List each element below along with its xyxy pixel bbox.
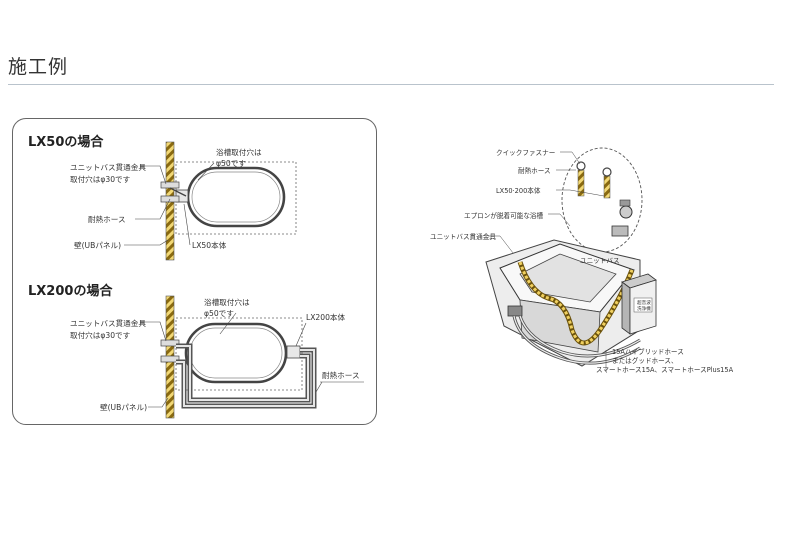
lx50-tub-ring-inner (191, 171, 281, 223)
lx50-leader-unit (183, 203, 191, 246)
device-text-1: 超音波 (637, 299, 651, 306)
detail-hose2-icon (603, 175, 611, 199)
lx200-tub-ring (184, 322, 288, 384)
label-hose: 耐熱ホース (518, 166, 551, 175)
leader-unit (556, 189, 605, 197)
lx200-label-tub-hole-2: φ50です (204, 309, 234, 318)
lx200-leader-hose (315, 381, 323, 393)
leader-quick-fastener (560, 151, 581, 165)
detail-connector-icon (611, 225, 629, 237)
bathroom-isometric-diagram: クイックファスナー 耐熱ホース LX50·200本体 エプロンが脱着可能な浴槽 … (430, 147, 734, 374)
lx200-section: LX200の場合 ユニットバス貫通金具 取付穴はφ30です 浴槽取付穴は φ50… (28, 283, 364, 419)
device-text-2: 洗浄機 (637, 305, 651, 312)
heading-divider (8, 84, 774, 85)
heat-hose (518, 261, 634, 345)
label-pipe-1: 15Aハイブリッドホース (612, 347, 684, 356)
lx200-leader-fitting (140, 321, 167, 342)
label-pipe-2: またはグッドホース、 (612, 356, 678, 365)
lx50-label-fitting-hole: 取付穴はφ30です (70, 174, 131, 184)
lx50-label-hose: 耐熱ホース (88, 214, 126, 224)
lx50-section: LX50の場合 ユニットバス貫通金具 取付穴はφ30です 耐熱ホース 壁(UBパ… (28, 134, 297, 261)
page-heading: 施工例 (8, 56, 69, 78)
label-unit-bath: ユニットバス (580, 257, 620, 265)
detail-clip-icon (619, 199, 631, 207)
device-side (621, 281, 631, 335)
lx50-label-wall: 壁(UBパネル) (74, 240, 121, 250)
lx50-leader-hose (135, 198, 171, 220)
device-panel (633, 297, 653, 313)
label-unit: LX50·200本体 (496, 186, 541, 195)
lx200-label-hose: 耐熱ホース (322, 370, 360, 380)
lx200-unit-body (286, 345, 301, 359)
lx50-leader-fitting (140, 165, 167, 185)
lx200-hose2-inner (176, 345, 309, 401)
lx200-leader-wall (148, 397, 169, 408)
pipe-2-inner (519, 315, 641, 357)
detail-hook-icon (576, 161, 586, 171)
installation-examples-panel (12, 118, 377, 425)
lx50-fitting (160, 181, 180, 189)
lx50-leader-tub-hole (197, 162, 215, 181)
lx200-title: LX200の場合 (28, 283, 113, 299)
detail-hook2-icon (602, 167, 612, 177)
lx200-fitting (160, 339, 180, 347)
lx50-hose (169, 187, 187, 197)
lx200-label-tub-hole-1: 浴槽取付穴は (204, 297, 250, 307)
lx200-label-fitting: ユニットバス貫通金具 (70, 318, 146, 328)
label-tub: エプロンが脱着可能な浴槽 (464, 211, 544, 220)
lx200-fitting-lower (160, 355, 180, 363)
lx50-label-tub-hole-2: φ50です (216, 159, 246, 168)
lx200-label-unit: LX200本体 (306, 312, 346, 322)
lx200-leader-tub-hole (219, 312, 237, 335)
lx50-label-tub-hole-1: 浴槽取付穴は (216, 147, 262, 157)
lx200-label-fitting-hole: 取付穴はφ30です (70, 330, 131, 340)
bathtub-basin (519, 253, 617, 303)
lx200-leader-unit (295, 322, 307, 347)
lx200-label-wall: 壁(UBパネル) (100, 402, 147, 412)
label-quick-fastener: クイックファスナー (496, 149, 555, 157)
label-fitting: ユニットバス貫通金具 (430, 232, 496, 241)
lx50-title: LX50の場合 (28, 134, 104, 150)
leader-tub (548, 213, 571, 227)
label-pipe-3: スマートホース15A、スマートホースPlus15A (596, 366, 734, 374)
lx50-leader-wall (124, 239, 169, 246)
lx50-label-unit: LX50本体 (192, 240, 227, 250)
wall-fitting (507, 305, 523, 317)
pipe-1-inner (513, 315, 641, 364)
lx50-label-fitting: ユニットバス貫通金具 (70, 162, 146, 172)
detail-fastener-icon (619, 205, 633, 219)
lx200-hose-inner (176, 349, 315, 407)
